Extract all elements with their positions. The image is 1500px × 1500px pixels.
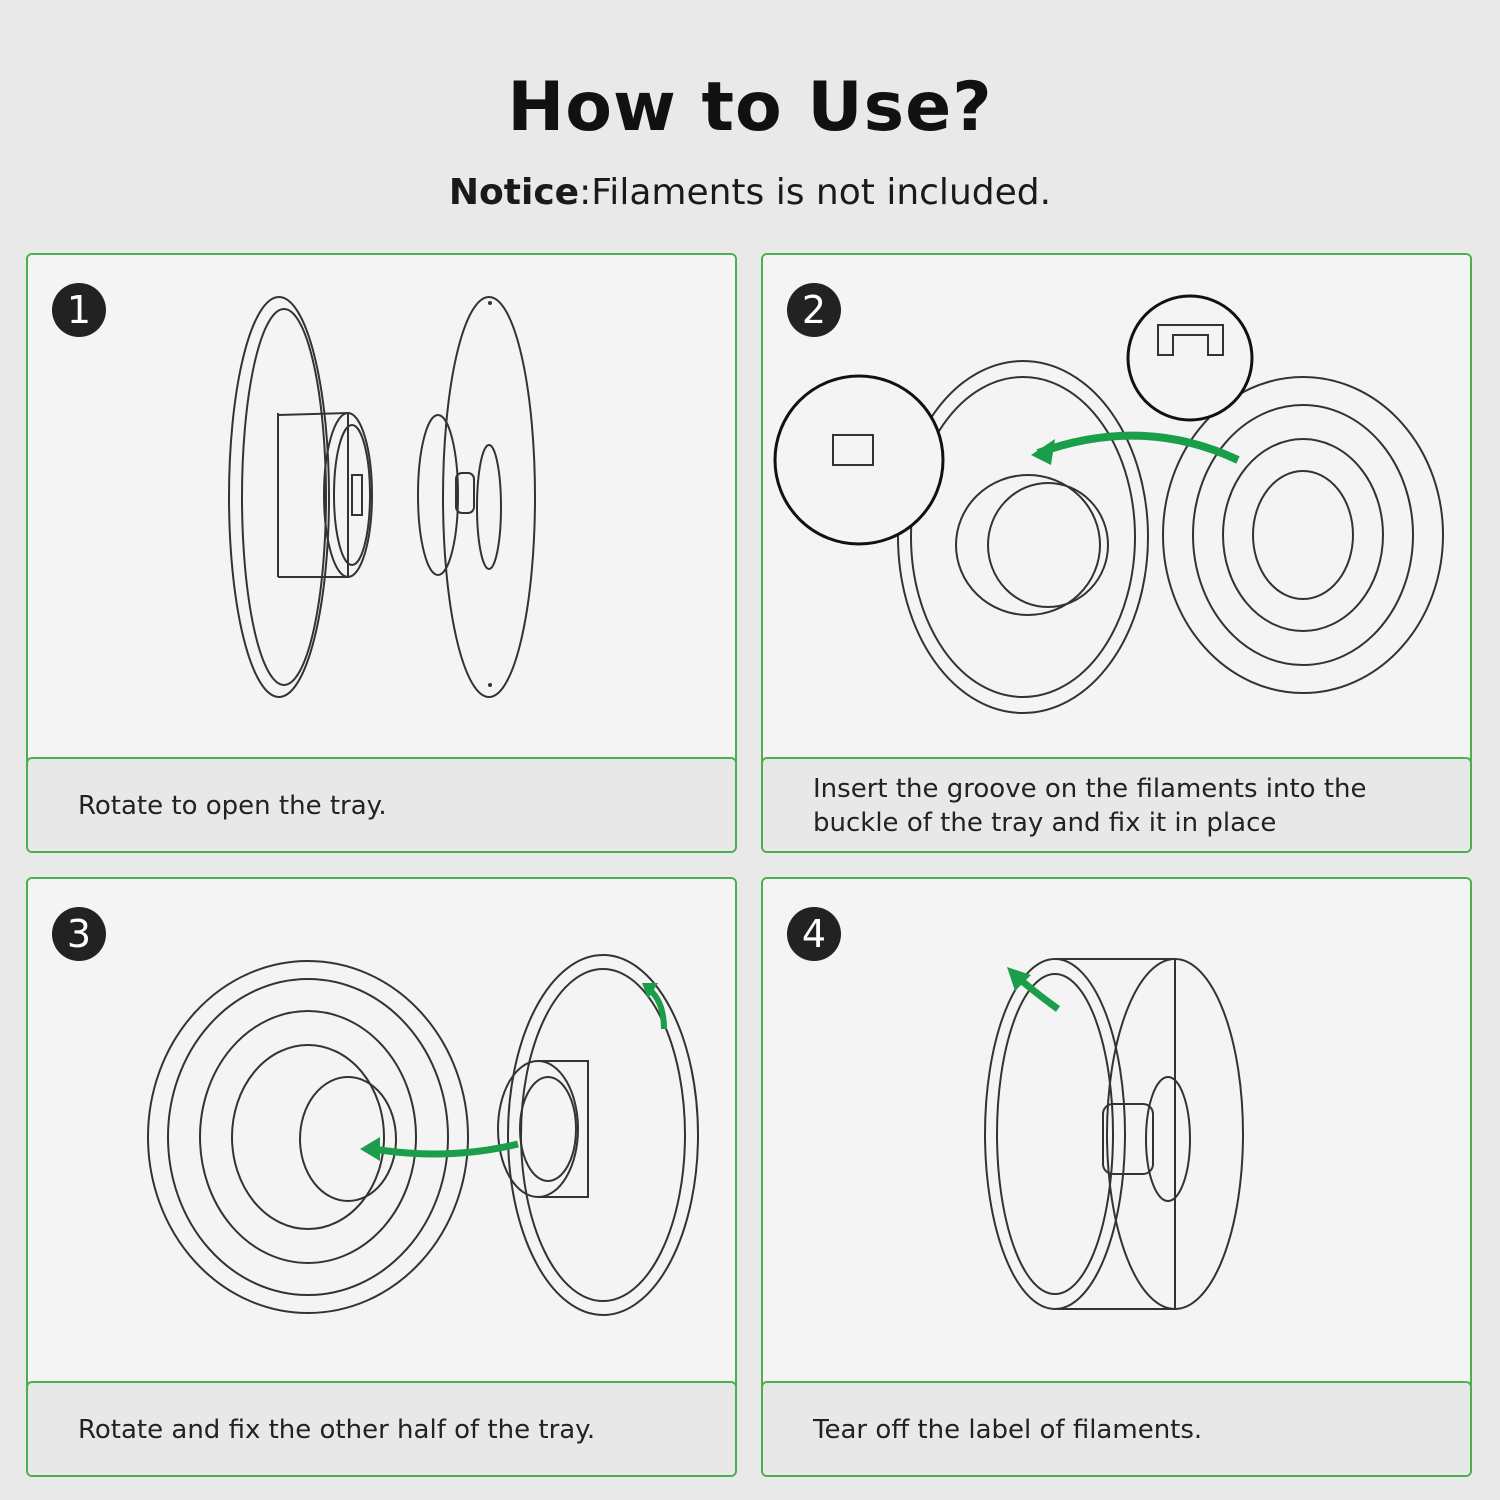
step-4-panel: 4 Tear off the label of filaments. [761,877,1472,1477]
step-1-caption: Rotate to open the tray. [28,757,735,851]
step-1-panel: 1 Rotate to open the tray. [26,253,737,853]
step-2-panel: 2 Insert the groove on the filaments int… [761,253,1472,853]
step-2-caption: Insert the groove on the filaments into … [763,757,1470,851]
step-4-number-badge: 4 [787,907,841,961]
step-3-illustration [28,879,735,1381]
step-4-caption: Tear off the label of filaments. [763,1381,1470,1475]
fix-other-half-illustration [147,954,699,1316]
notice-text: :Filaments is not included. [579,172,1052,213]
page-title: How to Use? [507,68,993,147]
insert-groove-illustration [773,294,1444,714]
step-1-number-badge: 1 [52,283,106,337]
step-1-illustration [28,255,735,757]
notice-line: Notice:Filaments is not included. [0,172,1500,213]
step-2-illustration [763,255,1470,757]
tear-label-illustration [984,958,1244,1310]
notice-label: Notice [448,172,580,213]
step-3-number-badge: 3 [52,907,106,961]
step-3-caption: Rotate and fix the other half of the tra… [28,1381,735,1475]
step-4-illustration [763,879,1470,1381]
step-2-number-badge: 2 [787,283,841,337]
spool-halves-open-illustration [228,296,536,698]
step-3-panel: 3 Rotate and fix the other half of the t… [26,877,737,1477]
